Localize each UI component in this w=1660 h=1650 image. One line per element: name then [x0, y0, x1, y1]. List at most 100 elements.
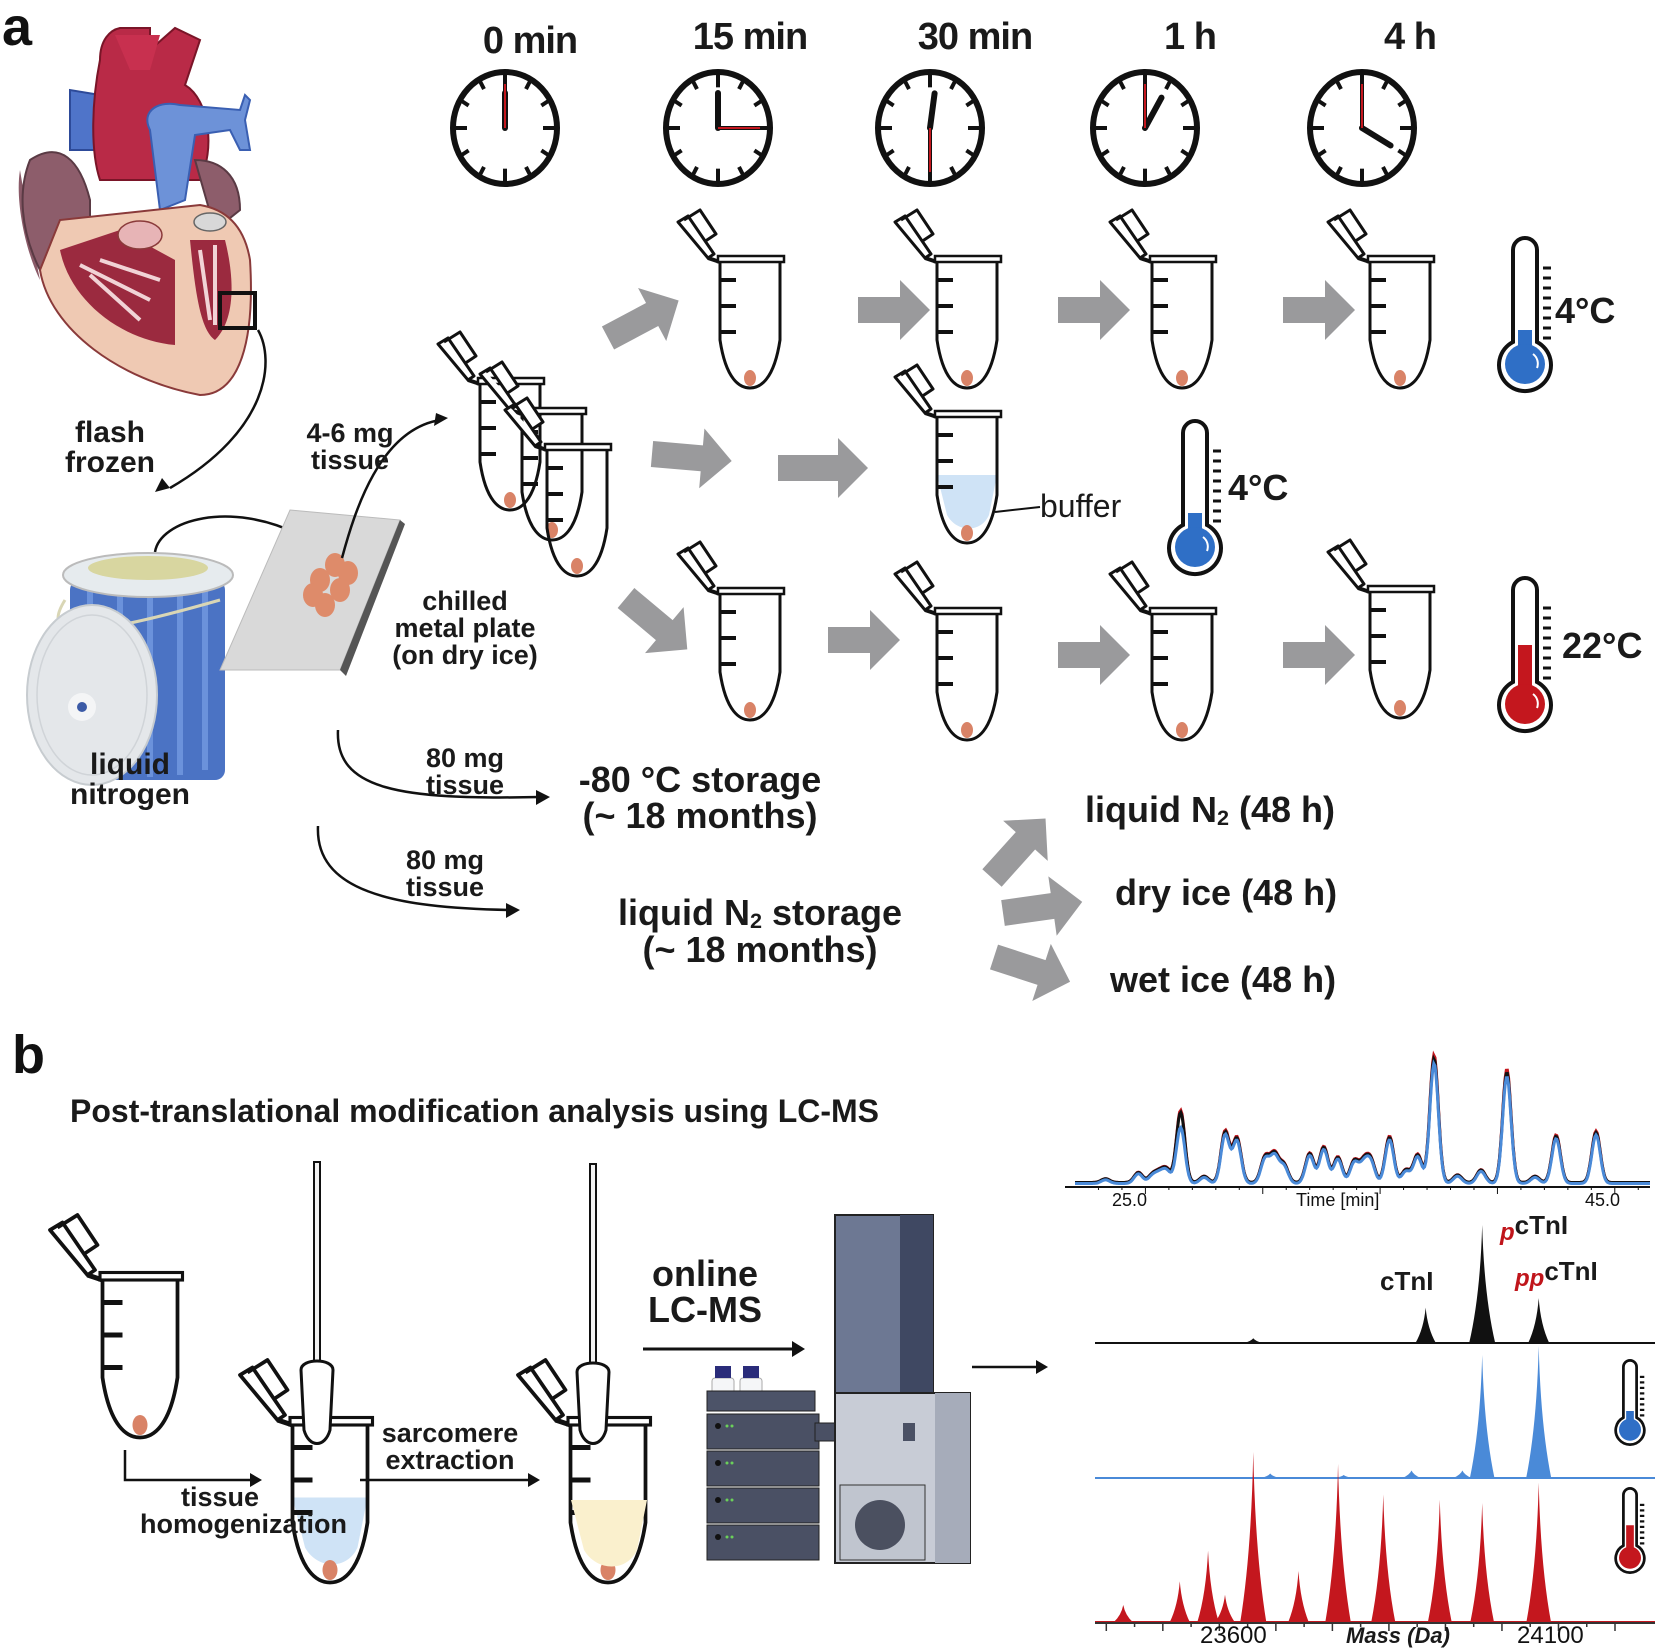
annot-p-ctni: pcTnI: [1500, 1212, 1568, 1245]
tube-start-icon: [48, 1213, 185, 1440]
spectrum-peak-2: [1113, 1605, 1133, 1622]
tissue-pellet: [1394, 370, 1406, 386]
tissue-pellet: [132, 1415, 148, 1435]
chromatogram-trace-blue: [1075, 1059, 1650, 1185]
arrow-row1-3: [1283, 280, 1355, 340]
tissue-80mg-a-label: 80 mg tissue: [400, 745, 530, 799]
tube-row1-icon-2: [893, 208, 1003, 390]
tissue-pellet: [1176, 722, 1188, 738]
panel-b-title: Post-translational modification analysis…: [70, 1093, 879, 1129]
lc-chromatogram: [1065, 1050, 1650, 1194]
tissue-mass-label: 4-6 mg: [306, 418, 394, 448]
extraction-probe-icon: [575, 1163, 611, 1445]
clock-hour-hand: [927, 90, 938, 131]
extract-liquid: [571, 1500, 647, 1567]
panel-b-letter: b: [12, 1025, 45, 1085]
flash-label: flash: [74, 416, 146, 449]
spectrum-peak-2: [1215, 1594, 1235, 1622]
annot-p-prefix: p: [1500, 1219, 1515, 1246]
clock-icon: [875, 69, 985, 187]
extraction-word: extraction: [385, 1445, 515, 1475]
tissue-sample-box: [218, 291, 257, 330]
clock-icon: [1090, 69, 1200, 187]
ship-ln2-suffix: (48 h): [1229, 789, 1336, 830]
tissue-pellet: [961, 370, 973, 386]
spectrum-peak-2: [1240, 1452, 1267, 1622]
tissue-pellet: [571, 558, 583, 574]
tissue-word-label: tissue: [310, 445, 390, 475]
arrow-ship-dry-ice: [1001, 876, 1083, 936]
clock-icon: [450, 69, 560, 187]
tube-row3-icon-3: [1108, 560, 1218, 742]
flash-frozen-label: flash frozen: [40, 418, 180, 478]
tissue-pellet: [1176, 370, 1188, 386]
time-label-4: 4 h: [1384, 16, 1437, 58]
annot-pp-prefix: pp: [1515, 1265, 1545, 1292]
thermometer-warm-small: [1614, 1487, 1646, 1574]
minus80-line2: (~ 18 months): [582, 795, 818, 836]
liquid-nitrogen-label: liquid nitrogen: [30, 750, 230, 810]
mass-tick-1: 23600: [1200, 1622, 1267, 1649]
arrow-row3-2: [1058, 625, 1130, 685]
annot-ctni: cTnI: [1380, 1266, 1434, 1296]
tissue-pellet: [1394, 700, 1406, 716]
arrow-ship-ln2: [982, 818, 1048, 887]
clocks: [450, 69, 1417, 187]
arrow-row1-2: [1058, 280, 1130, 340]
minus80-storage-label: -80 °C storage (~ 18 months): [540, 762, 860, 834]
spectrum-peak-1: [1261, 1473, 1280, 1478]
nitrogen-label: nitrogen: [70, 778, 190, 811]
tissue-pellet: [504, 492, 516, 508]
ln2-storage-line1: liquid N2 storage: [580, 895, 940, 932]
arrow-row3-start: [617, 588, 688, 654]
tissue-80mg-b-word: tissue: [405, 872, 485, 902]
chromatogram-xlabel: Time [min]: [1296, 1190, 1380, 1210]
ln2-storage-suffix: storage: [761, 892, 903, 933]
chromatogram-tick-2: 45.0: [1585, 1190, 1621, 1210]
annot-pp-text: cTnI: [1544, 1256, 1598, 1286]
chromatogram-trace-black: [1075, 1054, 1650, 1184]
tissue-pellet: [744, 702, 756, 718]
arrow-ship-wet-ice: [989, 943, 1071, 1001]
homogenization-arrow: [123, 1450, 255, 1482]
clock-hour-hand: [1142, 94, 1165, 131]
mass-spectra: [1095, 1225, 1655, 1631]
clock-icon: [663, 69, 773, 187]
liquid-nitrogen-dewar: [26, 515, 305, 786]
frozen-label: frozen: [65, 446, 155, 479]
spectrum-peak-2: [1169, 1581, 1190, 1622]
thermometer-cold-small: [1614, 1359, 1646, 1446]
tube-row3-icon-4: [1326, 538, 1436, 720]
homogenization-word: homogenization: [140, 1509, 347, 1539]
mass-xlabel: Mass (Da): [1346, 1623, 1450, 1648]
on-dry-ice-label: (on dry ice): [392, 640, 538, 670]
homogenization-tissue: tissue: [180, 1482, 260, 1512]
sample-flow: [436, 208, 1553, 1001]
clock-hour-hand: [1359, 125, 1394, 149]
tissue-80mg-b-mass: 80 mg: [405, 845, 485, 875]
lcms-word: LC-MS: [648, 1289, 762, 1330]
time-label-0: 0 min: [482, 20, 578, 62]
spectrum-peak-0: [1528, 1298, 1550, 1343]
tissue-80mg-a-mass: 80 mg: [425, 743, 505, 773]
temp-label-row3: 22°C: [1562, 625, 1643, 666]
spectrum-peak-2: [1526, 1482, 1551, 1622]
storage-arrows: [316, 729, 550, 918]
ship-wet-ice-label: wet ice (48 h): [1110, 959, 1337, 1000]
clock-icon: [1307, 69, 1417, 187]
buffer-pointer: [994, 506, 1041, 513]
spectrum-peak-0: [1244, 1338, 1263, 1343]
homogenizer-probe-icon: [299, 1161, 335, 1445]
ship-ln2-label: liquid N2 (48 h): [1085, 792, 1335, 829]
ship-ln2-prefix: liquid N: [1085, 789, 1217, 830]
tube-row3-icon-1: [676, 540, 786, 722]
chromatogram-trace-red: [1075, 1050, 1650, 1184]
tube-row3-icon-2: [893, 560, 1003, 742]
panel-a-letter: a: [2, 0, 33, 57]
tissue-pellet: [322, 1560, 338, 1580]
online-lcms-label: online LC-MS: [630, 1256, 780, 1328]
buffer-label: buffer: [1040, 488, 1122, 524]
chilled-label: chilled: [422, 586, 508, 616]
spectrum-peak-2: [1197, 1550, 1219, 1622]
